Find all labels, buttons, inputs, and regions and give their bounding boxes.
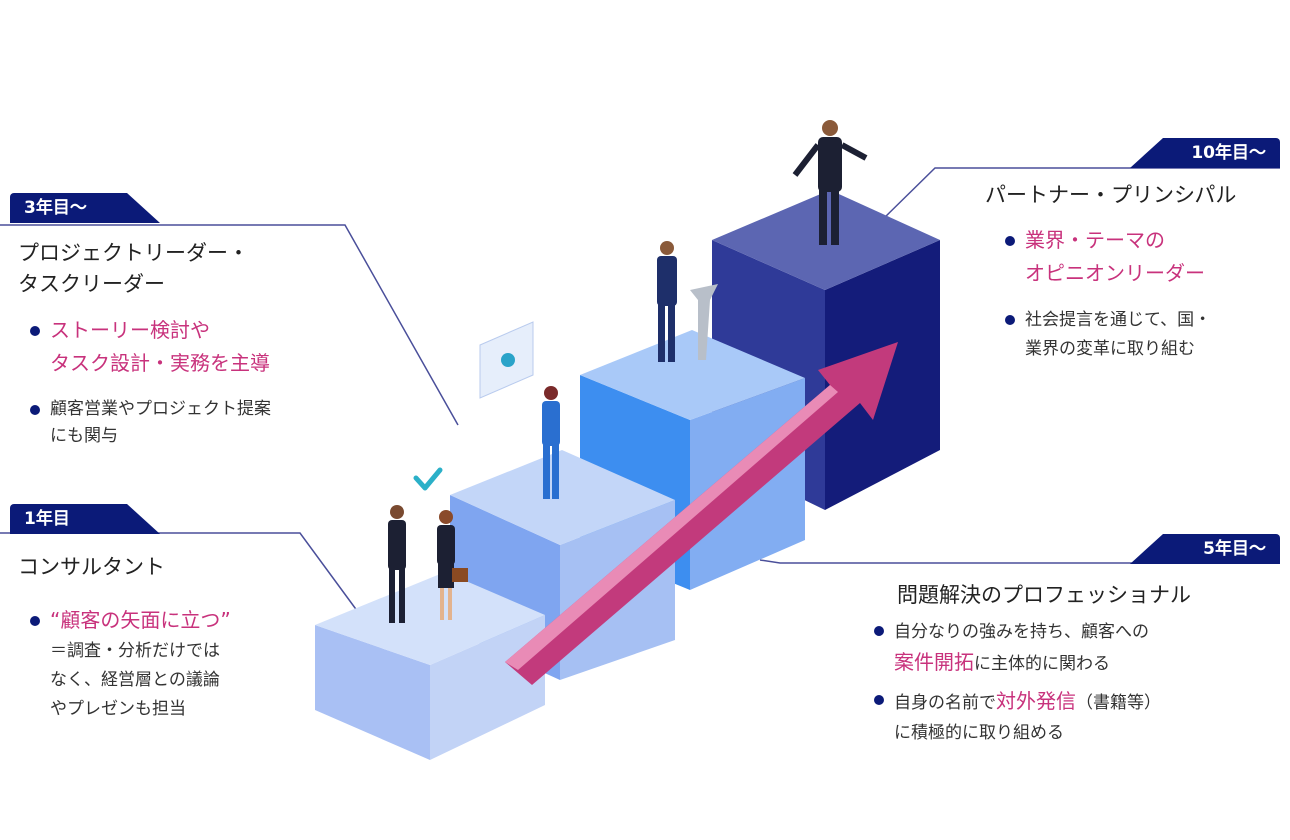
stage5-bullet-1: 自分なりの強みを持ち、顧客への 案件開拓に主体的に関わる: [872, 617, 1149, 679]
step-block-1: [315, 572, 545, 760]
connector-line-3: [0, 224, 459, 426]
text-line: 顧客営業やプロジェクト提案: [50, 399, 271, 419]
tag-year-1: 1年目: [10, 504, 160, 534]
stage1-highlight: “顧客の矢面に立つ”: [50, 608, 231, 632]
connector-line-5: [759, 559, 1280, 564]
people-figures: [388, 120, 868, 623]
stage-title-professional: 問題解決のプロフェッショナル: [897, 583, 1191, 607]
text: （書籍等）: [1076, 693, 1161, 713]
stage3-bullet-1: ストーリー検討や タスク設計・実務を主導: [28, 314, 270, 380]
stage10-bullet-2: 社会提言を通じて、国・ 業界の変革に取り組む: [1003, 306, 1211, 364]
stage10-bullet-1: 業界・テーマの オピニオンリーダー: [1003, 224, 1205, 290]
text-line: に主体的に関わる: [974, 654, 1110, 674]
text: 自身の名前で: [894, 693, 996, 713]
stage1-bullet: “顧客の矢面に立つ” ＝調査・分析だけでは なく、経営層との議論 やプレゼンも担…: [28, 604, 231, 724]
partner-man-figure: [792, 120, 868, 245]
text-line: にも関与: [50, 426, 118, 446]
stage-title-consultant: コンサルタント: [18, 555, 165, 579]
stage-title-partner: パートナー・プリンシパル: [985, 183, 1237, 207]
speaker-man-figure: [657, 241, 718, 362]
stage1-text-line: ＝調査・分析だけでは: [50, 641, 220, 661]
stage1-text-line: なく、経営層との議論: [50, 670, 220, 690]
highlight-text: 案件開拓: [894, 650, 974, 674]
consultant-man-figure: [388, 505, 406, 623]
growth-arrow: [505, 342, 898, 685]
highlight-line: オピニオンリーダー: [1025, 261, 1205, 285]
title-line: タスクリーダー: [18, 272, 165, 296]
text-line: に積極的に取り組める: [894, 723, 1064, 743]
highlight-line: タスク設計・実務を主導: [50, 351, 270, 375]
highlight-text: 対外発信: [996, 689, 1076, 713]
data-screen-icon: [479, 321, 534, 399]
text-line: 社会提言を通じて、国・: [1025, 310, 1212, 330]
stage3-bullet-2: 顧客営業やプロジェクト提案 にも関与: [28, 396, 271, 450]
connector-line-10: [881, 167, 1280, 221]
stage1-text-line: やプレゼンも担当: [50, 699, 186, 719]
text-line: 業界の変革に取り組む: [1025, 339, 1195, 359]
title-line: プロジェクトリーダー・: [18, 241, 249, 265]
checkmark-icon: [413, 467, 443, 491]
stage5-bullet-2: 自身の名前で対外発信（書籍等） に積極的に取り組める: [872, 686, 1161, 748]
highlight-line: ストーリー検討や: [50, 318, 210, 342]
tag-year-10: 10年目～: [1130, 138, 1280, 168]
highlight-line: 業界・テーマの: [1025, 228, 1165, 252]
leader-woman-figure: [542, 386, 560, 499]
stage-title-project-leader: プロジェクトリーダー・ タスクリーダー: [18, 238, 249, 300]
text-line: 自分なりの強みを持ち、顧客への: [894, 622, 1149, 642]
consultant-woman-figure: [437, 510, 468, 620]
